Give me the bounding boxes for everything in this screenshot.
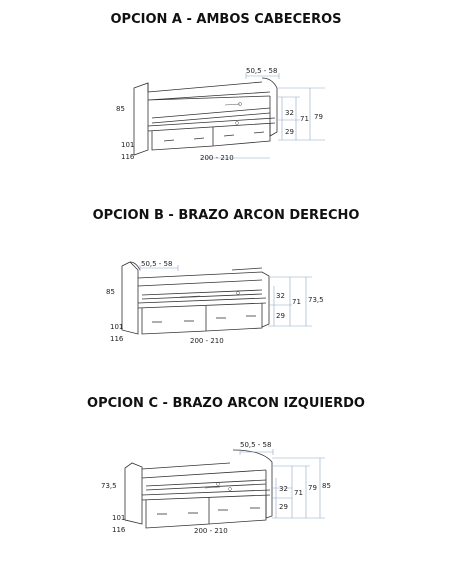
top-bed	[151, 107, 271, 124]
option-a-title: OPCION A - AMBOS CABECEROS	[110, 12, 342, 27]
dim-b-headboard-height: 85	[106, 288, 115, 296]
dim-c-h3: 71	[294, 489, 303, 497]
dim-c-d1: 101	[112, 514, 125, 522]
option-c-drawing	[124, 449, 325, 529]
dim-c-length: 200 - 210	[194, 527, 228, 535]
left-headboard	[121, 261, 139, 335]
dim-c-h2: 29	[279, 503, 288, 511]
left-headboard	[133, 82, 149, 156]
right-headboard	[261, 77, 278, 137]
dim-b-h1: 32	[276, 292, 285, 300]
dim-c-h1: 32	[279, 485, 288, 493]
dim-b-d2: 116	[110, 335, 124, 343]
dim-b-d1: 101	[110, 323, 123, 331]
right-headboard	[232, 449, 273, 519]
dim-width-c	[239, 449, 274, 455]
dim-b-h4: 73,5	[308, 296, 324, 304]
dim-b-h2: 29	[276, 312, 285, 320]
top-bed	[141, 289, 263, 300]
trundle-bed	[147, 117, 276, 132]
dim-a-headboard-height: 85	[116, 105, 125, 113]
dim-a-length: 200 - 210	[200, 154, 234, 162]
dim-a-width-label: 50,5 - 58	[246, 67, 277, 75]
dim-width-b	[139, 265, 179, 271]
dim-c-arm-height: 73,5	[101, 482, 117, 490]
option-c-title: OPCION C - BRAZO ARCON IZQUIERDO	[87, 396, 365, 411]
top-bed	[145, 479, 267, 491]
dim-a-h3: 71	[300, 115, 309, 123]
dim-width-a	[245, 73, 280, 79]
option-a-drawing	[133, 73, 325, 159]
drawers	[141, 303, 263, 335]
dim-a-h4: 79	[314, 113, 323, 121]
dim-a-d1: 101	[121, 141, 134, 149]
dim-b-length: 200 - 210	[190, 337, 224, 345]
dim-c-width-label: 50,5 - 58	[240, 441, 271, 449]
trundle-bed	[137, 297, 267, 309]
drawers	[145, 495, 267, 529]
dim-c-d2: 116	[112, 526, 126, 534]
dim-a-h1: 32	[285, 109, 294, 117]
dim-c-h4: 79	[308, 484, 317, 492]
drawers	[151, 123, 271, 151]
option-b-title: OPCION B - BRAZO ARCON DERECHO	[92, 208, 360, 223]
left-storage-arm	[124, 462, 143, 525]
dim-b-width-label: 50,5 - 58	[141, 260, 172, 268]
right-storage-arm	[137, 271, 270, 328]
dim-c-h5: 85	[322, 482, 331, 490]
dim-a-d2: 116	[121, 153, 135, 161]
option-b-drawing	[121, 261, 312, 335]
dim-a-h2: 29	[285, 128, 294, 136]
trundle-bed	[141, 489, 271, 501]
dim-b-h3: 71	[292, 298, 301, 306]
